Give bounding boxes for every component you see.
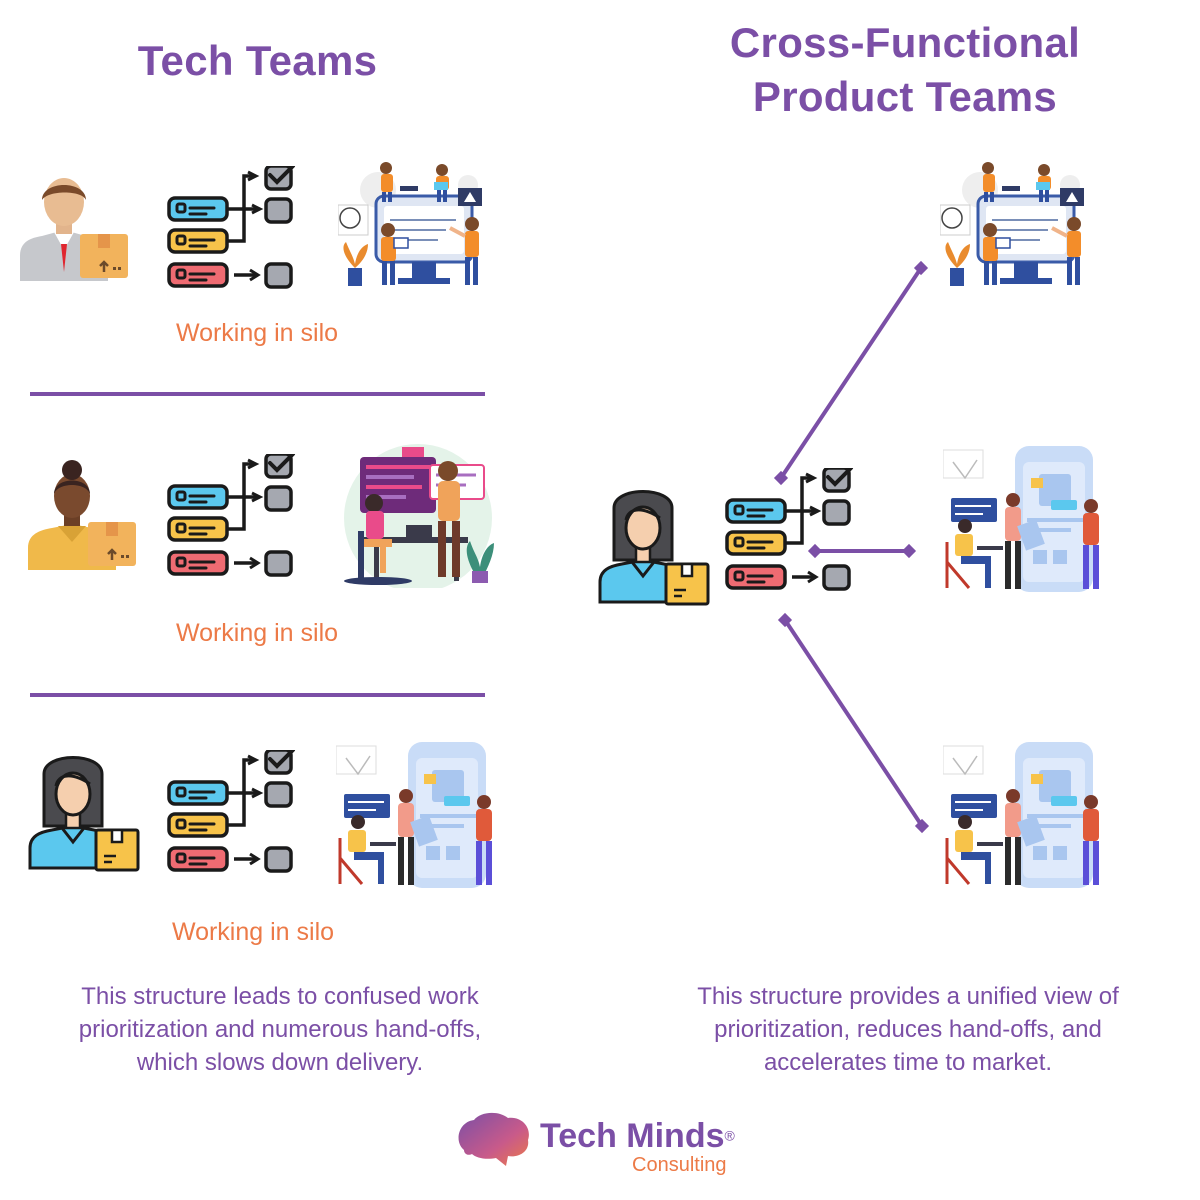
left-summary-line-2: prioritization and numerous hand-offs, [78,1016,482,1043]
row-divider-2 [30,693,485,697]
brand-name: Tech Minds [540,1117,725,1155]
right-summary-line-1: This structure provides a unified view o… [697,983,1119,1010]
left-summary-line-3: which slows down delivery. [136,1049,424,1076]
silo-caption-3: Working in silo [171,918,335,946]
brand-subtitle: Consulting [632,1154,727,1176]
right-summary: This structure provides a unified view o… [648,980,1168,1079]
team-app-design-illustration [943,444,1101,594]
team-app-design-illustration [943,740,1101,890]
brand-block: Tech Minds® Consulting [540,1118,750,1178]
right-title: Cross-Functional Product Teams [690,16,1120,126]
connector-top [773,260,929,486]
brain-logo-icon [458,1112,529,1166]
team-monitor-illustration [940,160,1086,288]
right-title-line-2: Product Teams [752,73,1058,120]
man-with-box-icon [20,178,130,281]
left-summary-line-1: This structure leads to confused work [81,983,479,1010]
left-summary: This structure leads to confused work pr… [20,980,540,1079]
silo-caption-2: Working in silo [175,619,339,647]
right-summary-line-2: prioritization, reduces hand-offs, and [714,1016,1102,1043]
woman-bun-with-box-icon [28,460,138,570]
woman-with-box-icon [28,756,140,872]
silo-caption-1: Working in silo [175,319,339,347]
right-summary-line-3: accelerates time to market. [763,1049,1053,1076]
row-divider-1 [30,392,485,396]
woman-with-box-icon [598,490,710,606]
connector-middle [807,543,917,559]
left-title: Tech Teams [137,37,378,84]
right-title-line-1: Cross-Functional [729,19,1081,66]
connector-bottom [777,612,930,834]
brand-registered-mark: ® [724,1127,735,1144]
